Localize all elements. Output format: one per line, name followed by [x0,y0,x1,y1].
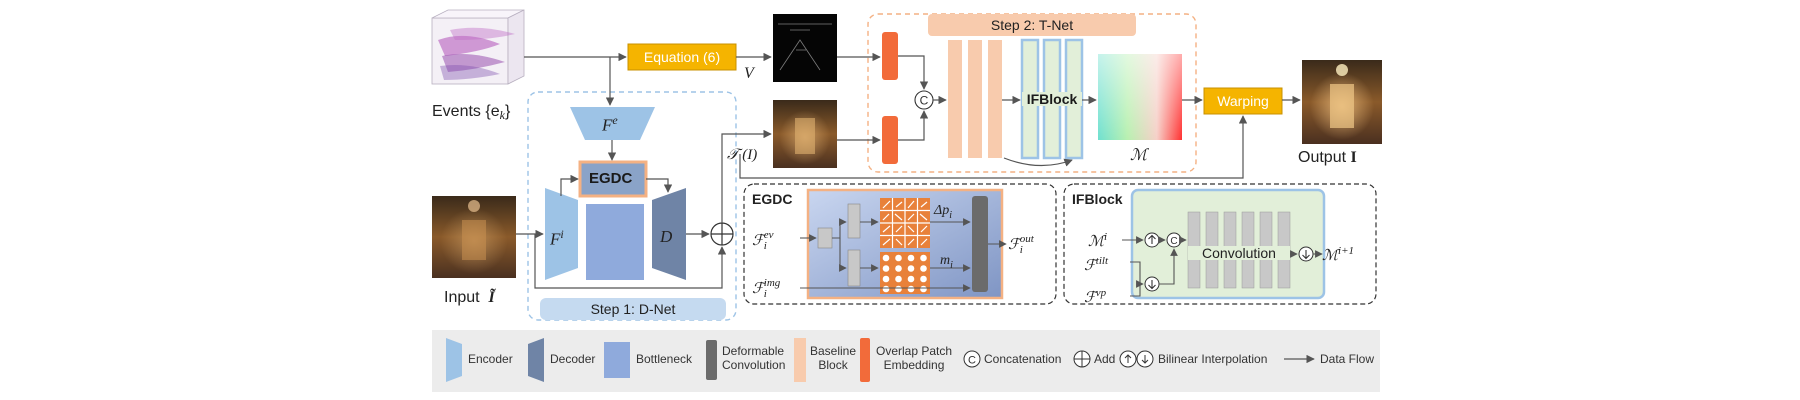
flow-map-label: ℳ [1130,147,1148,164]
dnet-title-bar [540,298,726,320]
tnet-title-bar [928,14,1136,36]
overlap-patch-top [882,32,898,80]
egdc-delta-p-label: Δpi [934,203,952,221]
legend-bilinear-icon [1119,350,1154,368]
egdc-small-conv [817,227,833,249]
ifblock-upsample-icon [1144,232,1160,248]
legend-decoder-label: Decoder [550,352,596,366]
warping-box [1203,87,1283,115]
egdc-block-label: EGDC [589,170,633,187]
ifblock-f-vp-label: ℱvp [1084,287,1107,306]
legend-concat-label: Concatenation [984,352,1062,366]
baseline-block-3 [988,40,1002,158]
v-label: V [744,65,754,82]
ifblock-arrows [1122,236,1323,297]
legend-deform-shape [706,340,717,380]
legend-overlap-shape [860,338,870,382]
ifblock-m-in-label: ℳi [1088,231,1108,250]
svg-text:C: C [920,94,929,108]
t-image [773,100,837,168]
legend-encoder-label: Encoder [468,352,513,366]
legend-flow-label: Data Flow [1320,352,1375,366]
egdc-block [578,160,648,198]
fi-label: Fi [550,227,564,249]
v-image [773,14,837,82]
overlap-patch-bottom [882,116,898,164]
input-label: Input Ĩ [444,289,495,306]
dnet-title: Step 1: D-Net [590,301,676,317]
image-encoder-shape [545,188,578,280]
concat-node-tnet: C [914,90,934,110]
warping-label: Warping [1217,93,1269,109]
ifblock-panel [1063,183,1377,305]
ifblock-concat-icon: C [1166,232,1182,248]
add-node [710,222,734,246]
legend-baseline-shape [794,338,806,382]
ifblock-label: IFBlock [1022,92,1082,106]
decoder-shape [652,188,686,280]
egdc-branch-conv-bottom [847,249,861,287]
equation-label: Equation (6) [643,49,721,65]
ifblock-f-tilt-label: ℱtilt [1084,255,1109,274]
input-image [432,196,516,278]
ifblock-out-downsample-icon [1298,246,1314,262]
legend-decoder-shape [528,338,544,382]
egdc-arrows [800,218,1007,292]
ifblock-m-out-label: ℳi+1 [1322,245,1355,264]
tnet-title: Step 2: T-Net [990,17,1074,33]
modulation-grid [880,252,930,294]
legend-add-icon [1073,350,1091,368]
svg-text:C: C [1170,236,1177,247]
legend-concat-icon: C [963,350,981,368]
legend-bottleneck-shape [604,342,630,378]
ifblock-conv-label: Convolution [1188,246,1290,260]
bottleneck-shape [586,204,644,280]
ifblock-downsample-icon [1144,276,1160,292]
dnet-box [527,91,737,321]
svg-text:C: C [968,355,976,367]
data-flow-arrows [516,52,1301,289]
event-encoder-shape [570,107,655,140]
output-label: Output I [1298,149,1357,166]
legend-encoder-shape [446,338,462,382]
fe-label: Fe [602,113,618,135]
events-label: Events {ek} [432,103,511,122]
deformable-conv-bar [972,196,988,292]
egdc-panel [743,183,1057,305]
t-label: 𝒯 (I) [727,147,758,163]
baseline-block-2 [968,40,982,158]
d-label: D [660,227,673,246]
egdc-branch-conv-top [847,203,861,239]
flow-map-image [1098,54,1182,140]
equation-box [627,43,737,71]
legend-bilinear-label: Bilinear Interpolation [1158,352,1268,366]
legend-bottleneck-label: Bottleneck [636,352,693,366]
egdc-panel-title: EGDC [752,191,793,207]
legend-add-label: Add [1094,352,1116,366]
egdc-m-label: mi [940,253,953,271]
offset-grid [880,198,930,248]
baseline-block-1 [948,40,962,158]
event-volume-image [431,9,525,85]
output-image [1302,60,1382,144]
ifblock-panel-title: IFBlock [1072,191,1123,207]
legend-box [432,330,1380,392]
